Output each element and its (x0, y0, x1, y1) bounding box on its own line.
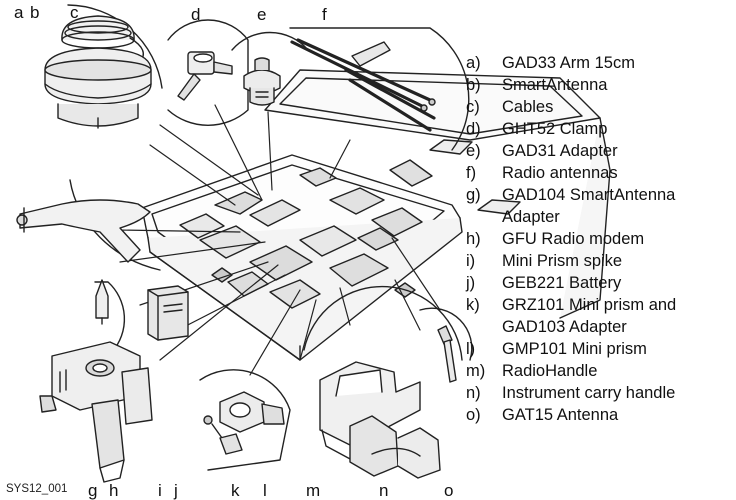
legend-item-m: m) RadioHandle (466, 360, 734, 382)
legend-text-continued: Adapter (502, 208, 560, 226)
transport-case (141, 69, 611, 361)
callout-d: d (191, 5, 201, 24)
callout-a: a (14, 3, 24, 22)
mini-prism-spike (94, 279, 126, 353)
legend-item-l: l) GMP101 Mini prism (466, 338, 734, 360)
legend-item-i: i) Mini Prism spike (466, 250, 734, 272)
legend-text: GEB221 Battery (502, 274, 622, 292)
legend-text: GAD33 Arm 15cm (502, 54, 635, 72)
gad31-adapter (231, 31, 309, 106)
legend-text-continued: GAD103 Adapter (502, 318, 627, 336)
legend-key: e) (466, 142, 481, 160)
legend-text: Cables (502, 98, 554, 116)
legend-key: b) (466, 76, 481, 94)
legend-text: GMP101 Mini prism (502, 340, 647, 358)
ght52-clamp (167, 19, 249, 126)
legend-key: l) (466, 340, 476, 358)
legend-item-f: f) Radio antennas (466, 162, 734, 184)
gad33-arm (16, 179, 161, 271)
legend-key: i) (466, 252, 476, 270)
legend-key: h) (466, 230, 481, 248)
legend-key: n) (466, 384, 481, 402)
callout-i: i (158, 481, 162, 500)
callout-f: f (322, 5, 327, 24)
legend-item-e: e) GAD31 Adapter (466, 140, 734, 162)
legend-item-c: c) Cables (466, 96, 734, 118)
legend-text: GFU Radio modem (502, 230, 645, 248)
leader-lines (117, 104, 441, 376)
parts-legend: a) GAD33 Arm 15cm b) SmartAntenna c) Cables… (466, 52, 734, 426)
legend-text: Radio antennas (502, 164, 618, 182)
legend-text: GHT52 Clamp (502, 120, 608, 138)
callout-b: b (30, 3, 40, 22)
callout-n: n (379, 481, 389, 500)
legend-item-a: a) GAD33 Arm 15cm (466, 52, 734, 74)
legend-key: d) (466, 120, 481, 138)
legend-text: SmartAntenna (502, 76, 608, 94)
radiohandle-and-carry-handle (303, 285, 463, 479)
legend-text: RadioHandle (502, 362, 598, 380)
legend-key: a) (466, 54, 481, 72)
figure-id: SYS12_001 (6, 483, 68, 495)
legend-item-d: d) GHT52 Clamp (466, 118, 734, 140)
callout-c: c (70, 3, 79, 22)
grz101-mini-prism-and-gad103-adapter (199, 369, 291, 471)
callout-e: e (257, 5, 267, 24)
geb221-battery (147, 285, 189, 341)
legend-item-b: b) SmartAntenna (466, 74, 734, 96)
callout-h: h (109, 481, 119, 500)
legend-key: f) (466, 164, 477, 182)
legend-item-o: o) GAT15 Antenna (466, 404, 734, 426)
radio-antennas (289, 27, 470, 151)
callout-k: k (231, 481, 240, 500)
legend-key: j) (466, 274, 476, 292)
legend-text: GRZ101 Mini prism and (502, 296, 677, 314)
legend-text: GAT15 Antenna (502, 406, 619, 424)
legend-key: o) (466, 406, 481, 424)
legend-key: c) (466, 98, 480, 116)
gad104-adapter-with-gfu-modem (39, 341, 153, 483)
legend-key: g) (466, 186, 481, 204)
legend-text: Instrument carry handle (502, 384, 676, 402)
legend-text: Mini Prism spike (502, 252, 623, 270)
legend-text: GAD104 SmartAntenna (502, 186, 676, 204)
callout-l: l (263, 481, 267, 500)
callout-m: m (306, 481, 321, 500)
legend-item-n: n) Instrument carry handle (466, 382, 734, 404)
gat15-antenna (419, 307, 473, 383)
smartantenna-with-cables (44, 4, 163, 129)
legend-item-j: j) GEB221 Battery (466, 272, 734, 294)
legend-key: m) (466, 362, 486, 380)
callout-o: o (444, 481, 454, 500)
legend-key: k) (466, 296, 480, 314)
callout-j: j (174, 481, 178, 500)
legend-item-h: h) GFU Radio modem (466, 228, 734, 250)
callout-g: g (88, 481, 98, 500)
legend-text: GAD31 Adapter (502, 142, 618, 160)
